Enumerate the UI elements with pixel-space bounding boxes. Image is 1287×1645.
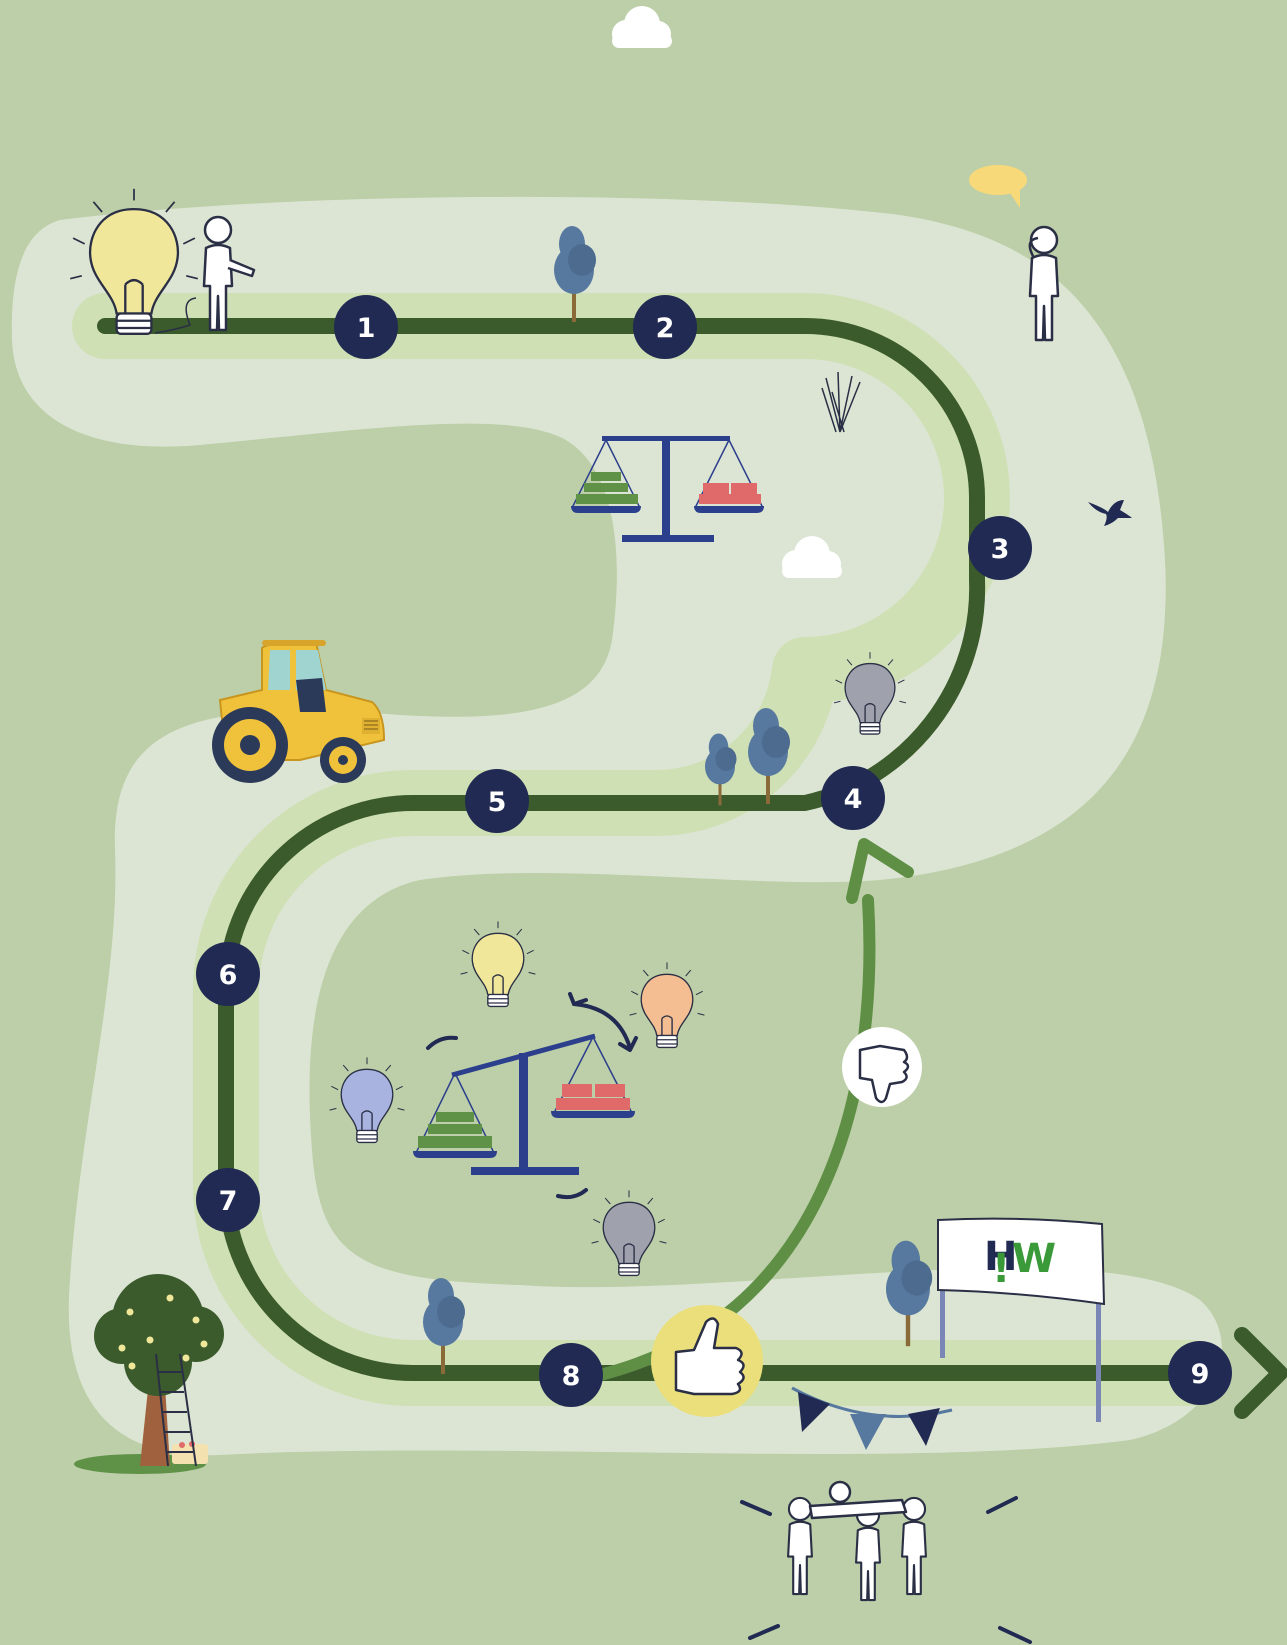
step-label: 9	[1191, 1359, 1210, 1390]
scale-icon	[571, 436, 764, 542]
tractor-icon	[212, 640, 386, 783]
thumbs-down-icon	[842, 1027, 922, 1107]
step-marker-8[interactable]: 8	[539, 1343, 603, 1407]
step-label: 7	[219, 1186, 238, 1217]
step-marker-7[interactable]: 7	[196, 1168, 260, 1232]
step-markers: 1 2 3 4 5 6 7 8	[196, 295, 1232, 1407]
step-label: 8	[562, 1361, 581, 1392]
step-marker-6[interactable]: 6	[196, 942, 260, 1006]
motion-mark	[426, 1035, 458, 1050]
thumbs-up-icon	[651, 1305, 763, 1417]
return-arrow-head-icon	[846, 838, 914, 904]
finish-arrow-icon	[1234, 1327, 1287, 1419]
banner-logo-w: W	[1012, 1236, 1056, 1282]
grass-tuft-icon	[821, 371, 861, 433]
ladder-icon	[155, 1353, 197, 1467]
banner-logo-h: H	[984, 1234, 1017, 1280]
step-label: 6	[219, 960, 238, 991]
finish-banner-icon: H W !	[937, 1217, 1106, 1422]
step-label: 1	[357, 313, 376, 344]
fruit-tree-icon	[74, 1274, 224, 1474]
motion-mark	[556, 1188, 588, 1200]
step-marker-3[interactable]: 3	[968, 516, 1032, 580]
step-label: 4	[844, 784, 863, 815]
thinking-person-icon	[1028, 225, 1060, 342]
step-marker-9[interactable]: 9	[1168, 1341, 1232, 1405]
bunting-icon	[791, 1386, 953, 1450]
step-marker-4[interactable]: 4	[821, 766, 885, 830]
step-label: 3	[991, 534, 1010, 565]
step-marker-2[interactable]: 2	[633, 295, 697, 359]
tilted-scale-icon	[413, 1033, 635, 1175]
person-icon	[202, 215, 256, 332]
banner-logo-mark: !	[992, 1246, 1010, 1292]
step-label: 2	[656, 313, 675, 344]
bird-icon	[1088, 500, 1132, 526]
step-label: 5	[488, 787, 507, 818]
bulb-cord	[154, 297, 197, 334]
step-marker-5[interactable]: 5	[465, 769, 529, 833]
celebrating-people-icon	[740, 1480, 1032, 1644]
step-marker-1[interactable]: 1	[334, 295, 398, 359]
swap-arrow-icon	[568, 992, 638, 1052]
main-track	[97, 318, 1208, 1381]
speech-bubble-icon	[969, 165, 1027, 208]
